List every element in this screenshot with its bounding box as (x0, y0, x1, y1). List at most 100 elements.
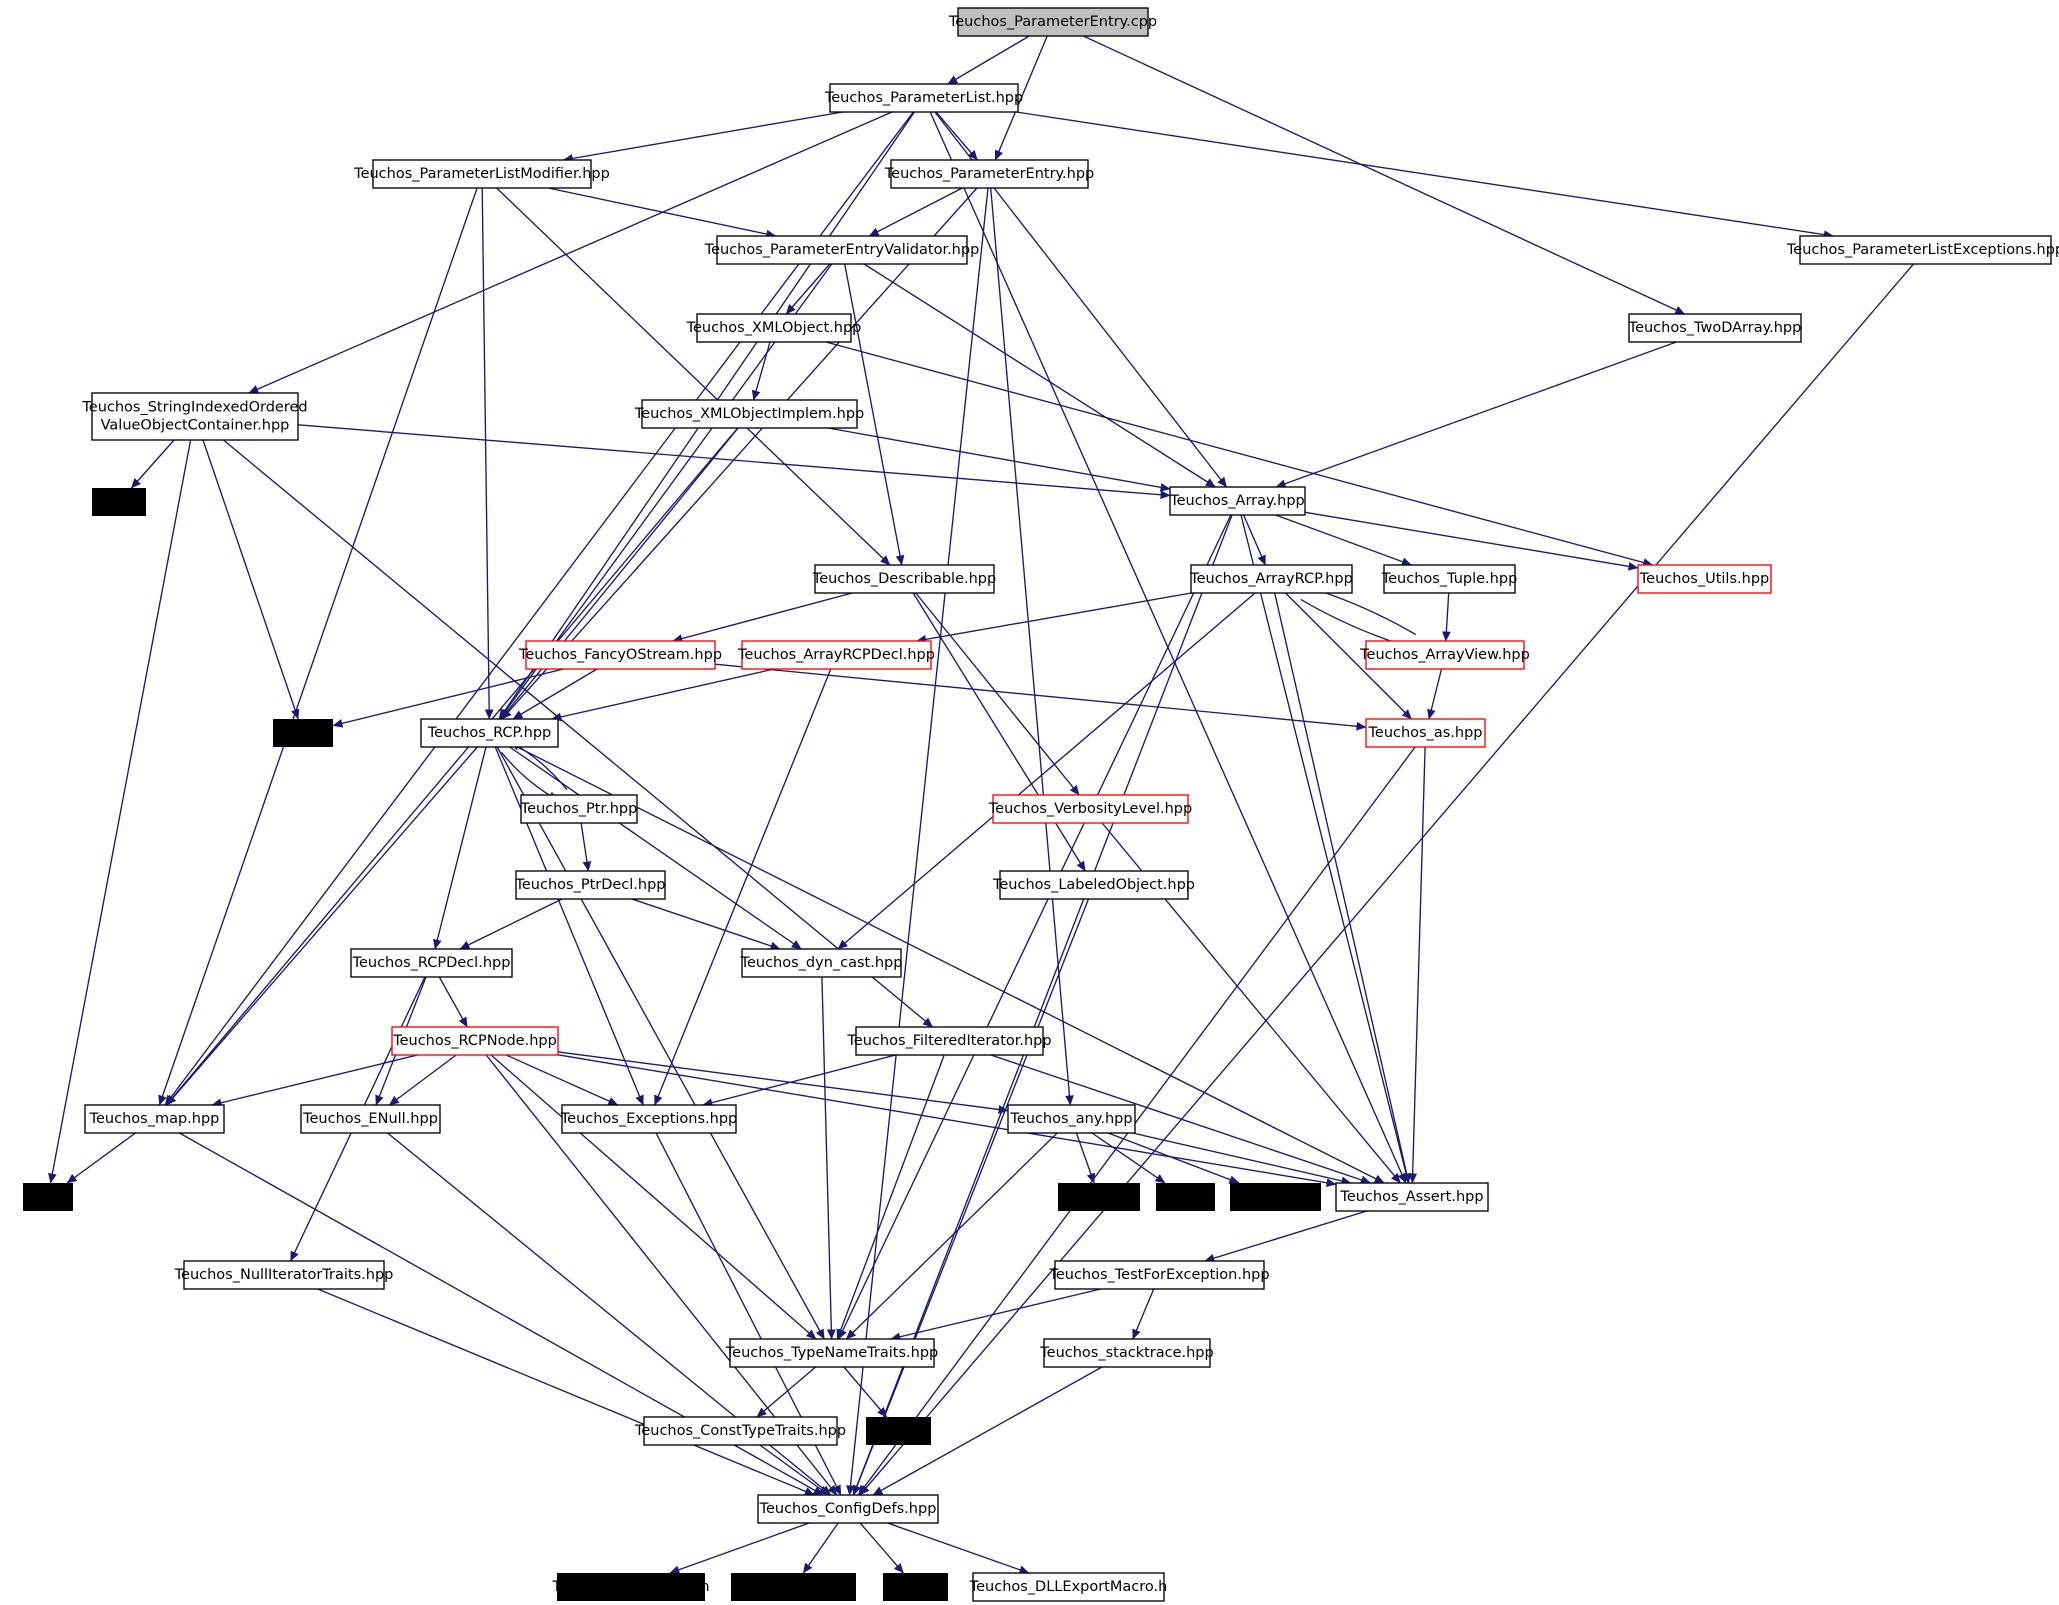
node-label: Teuchos_Ptr.hpp (520, 801, 638, 817)
edge-tnt-to-ctt (756, 1366, 817, 1418)
node-label: Teuchos_TestForException.hpp (1048, 1267, 1269, 1283)
node-label: Teuchos_StringIndexedOrdered (81, 400, 307, 416)
node-box (992, 794, 1189, 824)
edge-descr-to-labeled (912, 592, 1086, 872)
node-label: type_traits (1237, 1189, 1314, 1205)
node-dll[interactable]: Teuchos_DLLExportMacro.h (969, 1572, 1168, 1602)
edge-plexc-to-cfg (859, 263, 1915, 1496)
node-label: Teuchos_XMLObjectImplem.hpp (634, 406, 864, 422)
node-sioc[interactable]: Teuchos_StringIndexedOrderedValueObjectC… (81, 392, 308, 441)
edge-rcpnode-to-tnt (490, 1054, 817, 1340)
node-label: Teuchos_ParameterEntry.cpp (948, 14, 1157, 30)
node-verb[interactable]: Teuchos_VerbosityLevel.hpp (988, 794, 1192, 824)
node-box (741, 640, 932, 670)
node-label: Teuchos_ParameterListExceptions.hpp (1786, 242, 2059, 258)
node-labeled[interactable]: Teuchos_LabeledObject.hpp (992, 870, 1195, 900)
node-tuple[interactable]: Teuchos_Tuple.hpp (1381, 564, 1518, 594)
node-label: Teuchos_XMLObject.hpp (686, 320, 862, 336)
node-as[interactable]: Teuchos_as.hpp (1365, 718, 1486, 748)
node-pev[interactable]: Teuchos_ParameterEntryValidator.hpp (704, 235, 980, 265)
node-ctt[interactable]: Teuchos_ConstTypeTraits.hpp (634, 1416, 846, 1446)
node-box (1628, 313, 1802, 343)
node-box (23, 1183, 73, 1211)
edge-descr-to-fancy (672, 592, 853, 643)
node-enull[interactable]: Teuchos_ENull.hpp (300, 1104, 441, 1134)
edge-fancy-to-as (714, 663, 1367, 731)
edge-testfor-to-stack (1132, 1288, 1155, 1340)
edge-plist-to-sioc (248, 111, 893, 394)
edge-rcpnode-to-any (557, 1051, 1009, 1114)
edge-as-to-assert (1408, 746, 1426, 1184)
node-plexc[interactable]: Teuchos_ParameterListExceptions.hpp (1786, 235, 2059, 265)
nodes: Teuchos_ParameterEntry.cppTeuchos_Parame… (23, 7, 2059, 1602)
node-box (829, 83, 1019, 113)
node-array[interactable]: Teuchos_Array.hpp (1169, 486, 1306, 516)
edge-dyncast-to-tnt (821, 976, 836, 1340)
node-xmlimpl[interactable]: Teuchos_XMLObjectImplem.hpp (634, 399, 864, 429)
node-xmlobj[interactable]: Teuchos_XMLObject.hpp (686, 313, 862, 343)
node-aview[interactable]: Teuchos_ArrayView.hpp (1359, 640, 1530, 670)
node-any[interactable]: Teuchos_any.hpp (1007, 1104, 1136, 1134)
node-plist[interactable]: Teuchos_ParameterList.hpp (824, 83, 1023, 113)
node-dyncast[interactable]: Teuchos_dyn_cast.hpp (740, 948, 903, 978)
node-testfor[interactable]: Teuchos_TestForException.hpp (1048, 1260, 1270, 1290)
node-rcpdecl[interactable]: Teuchos_RCPDecl.hpp (350, 948, 513, 978)
node-descr[interactable]: Teuchos_Describable.hpp (812, 564, 996, 594)
edge-any-to-typetraits (1107, 1132, 1240, 1184)
node-assert[interactable]: Teuchos_Assert.hpp (1335, 1182, 1489, 1212)
edge-filtered-to-exc (702, 1054, 896, 1107)
node-label: utility (1165, 1189, 1207, 1205)
edge-ptr-to-rcp (510, 741, 568, 791)
node-fancy[interactable]: Teuchos_FancyOStream.hpp (518, 640, 722, 670)
node-twod[interactable]: Teuchos_TwoDArray.hpp (1628, 313, 1802, 343)
node-map_hpp[interactable]: Teuchos_map.hpp (84, 1104, 225, 1134)
node-box (814, 564, 995, 594)
node-arcpdecl[interactable]: Teuchos_ArrayRCPDecl.hpp (737, 640, 935, 670)
edge-array-to-utils (1304, 511, 1639, 571)
node-typetraits: type_traits (1230, 1183, 1321, 1211)
node-label: Teuchos_ArrayRCPDecl.hpp (737, 647, 935, 663)
node-rcp[interactable]: Teuchos_RCP.hpp (420, 718, 559, 748)
node-stack[interactable]: Teuchos_stacktrace.hpp (1039, 1338, 1214, 1368)
node-box (1007, 1104, 1136, 1134)
edge-plmod-to-descr (496, 187, 891, 566)
edge-aview-to-as (1427, 668, 1443, 720)
edge-arcp-to-aview (1300, 598, 1411, 649)
edge-fancy-to-deque (332, 668, 564, 728)
edge-tnt-to-typeinfo (843, 1366, 888, 1418)
node-label: Teuchos_FilteredIterator.hpp (846, 1033, 1051, 1049)
edge-array-to-tuple (1275, 514, 1412, 566)
node-box (391, 1026, 559, 1056)
node-plmod[interactable]: Teuchos_ParameterListModifier.hpp (353, 159, 610, 189)
node-pentry[interactable]: Teuchos_ParameterEntry.hpp (884, 159, 1095, 189)
edge-descr-to-verb (915, 592, 1080, 796)
edge-root-to-twod (1083, 35, 1686, 315)
node-label: Teuchos_TwoDArray.hpp (1628, 320, 1802, 336)
node-exc[interactable]: Teuchos_Exceptions.hpp (560, 1104, 737, 1134)
node-box (520, 794, 638, 824)
node-nulliter[interactable]: Teuchos_NullIteratorTraits.hpp (174, 1260, 394, 1290)
node-ptr[interactable]: Teuchos_Ptr.hpp (520, 794, 638, 824)
edge-xmlobj-to-xmlimpl (751, 341, 771, 401)
edge-pentry-to-any (990, 187, 1074, 1106)
node-utils[interactable]: Teuchos_Utils.hpp (1637, 564, 1772, 594)
edge-rcp-to-assert (516, 746, 1385, 1184)
edge-assert-to-testfor (1204, 1210, 1367, 1263)
node-box (729, 1338, 935, 1368)
edge-array-to-arcp (1242, 514, 1267, 566)
node-filtered[interactable]: Teuchos_FilteredIterator.hpp (846, 1026, 1052, 1056)
node-rcpnode[interactable]: Teuchos_RCPNode.hpp (391, 1026, 559, 1056)
node-label: Teuchos_any.hpp (1009, 1111, 1132, 1127)
node-cfg[interactable]: Teuchos_ConfigDefs.hpp (757, 1494, 939, 1524)
node-root[interactable]: Teuchos_ParameterEntry.cpp (948, 7, 1157, 37)
node-label: Teuchos_stacktrace.hpp (1039, 1345, 1213, 1361)
edge-arcp-to-arcpdecl (916, 592, 1192, 644)
node-box (999, 870, 1189, 900)
node-ptrdecl[interactable]: Teuchos_PtrDecl.hpp (514, 870, 666, 900)
node-arcp[interactable]: Teuchos_ArrayRCP.hpp (1189, 564, 1353, 594)
edge-pentry-to-rcp (501, 187, 978, 720)
node-tnt[interactable]: Teuchos_TypeNameTraits.hpp (725, 1338, 938, 1368)
node-box (557, 1573, 705, 1601)
edge-arcp-to-as (1285, 592, 1412, 720)
